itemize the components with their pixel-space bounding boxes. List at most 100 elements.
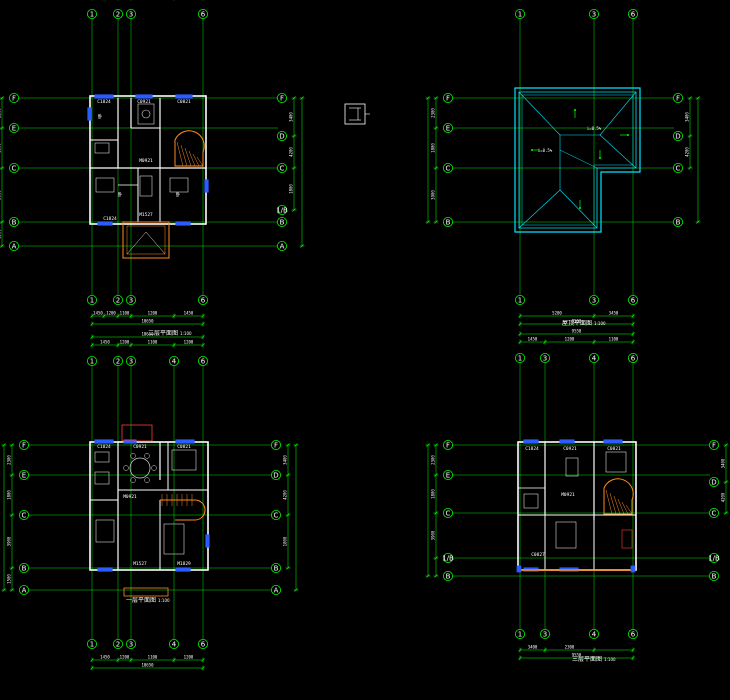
roof-bottom-dim-text: 3450 bbox=[609, 311, 619, 316]
first-floor-axis-right-B-text: B bbox=[274, 564, 279, 572]
first-floor-axis-bottom-6-text: 6 bbox=[201, 640, 206, 648]
roof-axis-right-F-text: F bbox=[676, 94, 680, 102]
kitchen-counter bbox=[171, 449, 197, 471]
third-floor-axis-left-B-circle bbox=[442, 571, 453, 582]
first-floor-left-dim-text: 2300 bbox=[7, 455, 12, 465]
third-floor-top-overall-dim-slash bbox=[631, 332, 635, 336]
third-floor-axis-top-4-text: 4 bbox=[592, 354, 597, 362]
stair-tread bbox=[184, 147, 192, 167]
roof-axis-left-F-text: F bbox=[446, 94, 450, 102]
second-floor-bottom-dim-slash bbox=[172, 314, 176, 318]
stair-tread bbox=[617, 498, 625, 515]
third-floor-bottom-overall-dim-slash bbox=[631, 656, 635, 660]
third-floor-axis-top-3-circle bbox=[540, 352, 551, 363]
second-floor-right-dim-slash bbox=[292, 166, 296, 170]
roof-axis-left-C-circle bbox=[442, 162, 453, 173]
second-floor-bottom-dim-text: 1200 bbox=[148, 311, 158, 316]
second-floor-axis-top-1-circle bbox=[87, 8, 98, 19]
first-floor-axis-bottom-2-text: 2 bbox=[116, 640, 120, 648]
first-floor-axis-top-2-text: 2 bbox=[116, 357, 120, 365]
first-floor-axis-left-F-text: F bbox=[22, 441, 26, 449]
room-label: C1824 bbox=[97, 99, 111, 105]
first-floor-bottom-dim-slash bbox=[172, 658, 176, 662]
toilet bbox=[141, 109, 151, 119]
second-floor-axis-bottom-3-text: 3 bbox=[129, 296, 133, 304]
second-floor-left-dim-text: 3900 bbox=[0, 190, 2, 200]
roof-right-dim-slash bbox=[688, 166, 692, 170]
bed bbox=[95, 177, 115, 193]
third-floor-left-dim-slash bbox=[434, 574, 438, 578]
roof-right-dim-text: 4200 bbox=[685, 147, 690, 157]
room-label: C1824 bbox=[525, 446, 539, 452]
room-label: M1527 bbox=[139, 212, 153, 218]
third-floor-axis-right-1/B-circle bbox=[709, 553, 720, 564]
section-marker bbox=[621, 529, 633, 549]
second-floor-bottom-dim-slash bbox=[201, 314, 205, 318]
first-floor-top-dim-text: 1450 bbox=[100, 340, 110, 345]
third-floor-axis-top-1-text: 1 bbox=[518, 354, 522, 362]
third-floor-axis-right-D-text: D bbox=[711, 478, 716, 486]
third-floor-axis-bottom-1-circle bbox=[515, 629, 526, 640]
second-floor-bottom-overall-dim-slash bbox=[90, 322, 94, 326]
second-floor-axis-top-1-text: 1 bbox=[90, 10, 94, 18]
third-floor-axis-right-F-circle bbox=[709, 439, 720, 450]
room-label: C1824 bbox=[97, 444, 111, 450]
roof-left-dim-text: 1800 bbox=[431, 143, 436, 153]
roof-right-overall-dim-slash bbox=[696, 220, 700, 224]
first-floor-top-dim-slash bbox=[116, 343, 120, 347]
first-floor-left-dim-slash bbox=[10, 513, 14, 517]
first-floor-left-dim-slash bbox=[10, 566, 14, 570]
room-label: C0827 bbox=[531, 552, 545, 558]
roof-axis-left-B-circle bbox=[442, 216, 453, 227]
second-floor-axis-bottom-6-circle bbox=[197, 294, 208, 305]
second-floor-axis-left-C-circle bbox=[8, 162, 19, 173]
window bbox=[123, 439, 137, 444]
slope-arrow-head bbox=[531, 149, 533, 151]
roof-axis-left-F-circle bbox=[442, 93, 453, 104]
roof-right-overall-dim-slash bbox=[696, 96, 700, 100]
third-floor-bottom-dim-slash bbox=[518, 648, 522, 652]
window bbox=[204, 179, 209, 193]
second-floor-bottom-dim-slash bbox=[129, 314, 133, 318]
third-floor-bottom-dim-text: 3400 bbox=[528, 645, 538, 650]
first-floor-axis-bottom-3-text: 3 bbox=[129, 640, 133, 648]
second-floor-axis-top-2-text: 2 bbox=[116, 10, 120, 18]
third-floor-bottom-overall-dim-text: 9550 bbox=[572, 653, 582, 658]
roof-axis-left-E-text: E bbox=[446, 124, 450, 132]
roof-bottom-overall-dim-slash bbox=[631, 322, 635, 326]
first-floor-top-dim-slash bbox=[129, 343, 133, 347]
first-floor-top-overall-dim-slash bbox=[90, 335, 94, 339]
roof-left-dim-slash bbox=[434, 166, 438, 170]
window bbox=[175, 94, 193, 99]
entrance-steps bbox=[123, 587, 169, 597]
roof-hip bbox=[599, 134, 637, 169]
first-floor-top-dim-slash bbox=[172, 343, 176, 347]
third-floor-right-dim-slash bbox=[724, 511, 728, 515]
roof-axis-top-1-circle bbox=[515, 8, 526, 19]
first-floor-scale: 1:100 bbox=[158, 598, 170, 603]
first-floor-bottom-overall-dim-slash bbox=[201, 666, 205, 670]
first-floor-axis-left-E-circle bbox=[18, 469, 29, 480]
first-floor-bottom-overall-dim-text: 10650 bbox=[141, 663, 154, 668]
roof-axis-bottom-1-circle bbox=[515, 294, 526, 305]
third-floor-axis-top-1-circle bbox=[515, 352, 526, 363]
first-floor-axis-right-C-circle bbox=[270, 509, 281, 520]
room-label: C0821 bbox=[177, 444, 191, 450]
third-floor-bottom-dim-slash bbox=[631, 648, 635, 652]
first-floor-left-dim-text: 3900 bbox=[7, 536, 12, 546]
room-label: M0921 bbox=[139, 158, 153, 164]
roof-hip bbox=[518, 189, 561, 229]
second-floor-axis-left-A-circle bbox=[8, 240, 19, 251]
third-floor-axis-bottom-1-text: 1 bbox=[518, 630, 522, 638]
balcony-roof bbox=[126, 231, 166, 255]
second-floor-bottom-dim-text: 1200 bbox=[106, 311, 116, 316]
stair-tread bbox=[192, 153, 200, 167]
roof-bottom-dim-text: 5200 bbox=[552, 311, 562, 316]
first-floor-right-dim-slash bbox=[286, 473, 290, 477]
room-label: M1527 bbox=[133, 561, 147, 567]
slope-arrow-head bbox=[579, 207, 581, 209]
third-floor-axis-left-E-circle bbox=[442, 469, 453, 480]
second-floor-bottom-overall-dim-slash bbox=[201, 322, 205, 326]
third-floor-left-overall-dim-slash bbox=[426, 443, 430, 447]
roof-hip bbox=[599, 91, 637, 136]
